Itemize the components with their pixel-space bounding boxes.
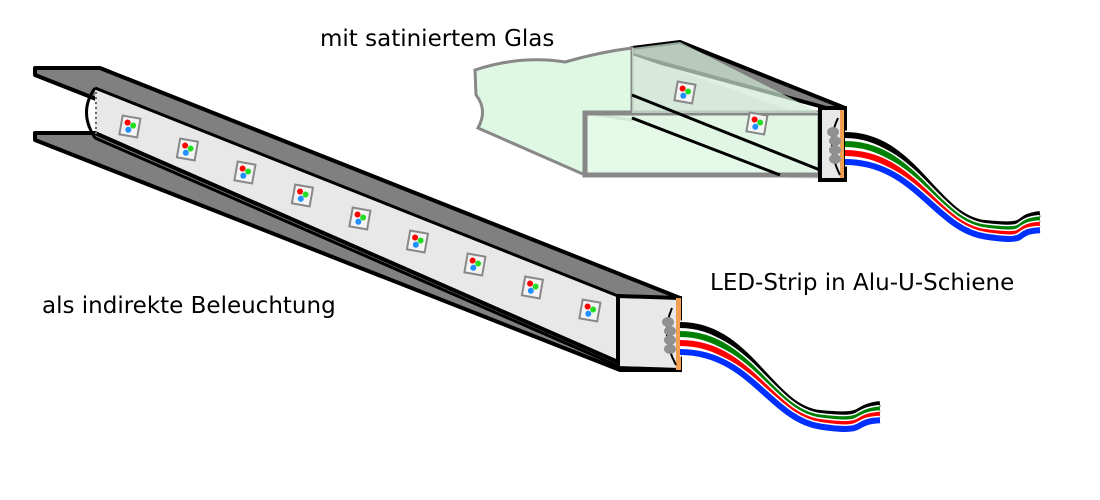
led-blue	[355, 218, 362, 225]
led-blue	[470, 264, 477, 271]
led-green	[475, 260, 482, 267]
led-red	[469, 257, 476, 264]
led-red	[527, 280, 534, 287]
led-green	[417, 237, 424, 244]
end-cap	[676, 298, 681, 370]
led-chip-body	[745, 111, 769, 136]
led-red	[297, 188, 304, 195]
led-chip-body	[233, 160, 257, 185]
led-green	[532, 283, 539, 290]
led-chip	[405, 229, 430, 254]
wire-red	[679, 340, 881, 428]
rail-inner-line	[631, 93, 821, 172]
led-chip	[673, 80, 697, 105]
led-green	[685, 88, 692, 95]
led-chips	[118, 114, 602, 323]
led-chip-body	[118, 114, 142, 139]
led-red	[354, 211, 361, 218]
led-red	[584, 303, 591, 310]
led-red	[239, 165, 246, 172]
wire-pin	[664, 344, 676, 354]
led-chip-body	[520, 275, 545, 300]
led-chip-body	[463, 252, 487, 277]
led-blue	[585, 310, 592, 317]
wire-pin	[662, 317, 674, 327]
led-green	[360, 214, 367, 221]
led-chip	[578, 298, 602, 323]
led-blue	[297, 195, 304, 202]
glass-covered-rail	[473, 40, 1041, 244]
led-chip	[118, 114, 142, 139]
led-blue	[125, 126, 132, 133]
led-green	[187, 145, 194, 152]
led-chip-body	[348, 206, 372, 231]
led-chip-body	[673, 80, 697, 105]
wire-pin	[664, 335, 676, 345]
wire-bundle	[827, 127, 1041, 244]
glass-inner	[632, 42, 820, 113]
led-strip-face	[95, 88, 680, 370]
strip-bottom-edge	[94, 136, 619, 368]
strip-top-edge	[94, 86, 619, 298]
label-glass: mit satiniertem Glas	[320, 26, 555, 52]
led-chip	[463, 252, 487, 277]
rail-inner-line-2	[631, 116, 781, 177]
led-red	[679, 85, 686, 92]
led-chip-body	[405, 229, 430, 254]
led-chips	[673, 80, 769, 136]
led-blue	[412, 241, 419, 248]
led-green	[302, 191, 309, 198]
led-chip	[745, 111, 769, 136]
led-blue	[527, 287, 534, 294]
led-red	[124, 119, 131, 126]
strip-curved-end	[85, 87, 97, 139]
led-red	[412, 234, 419, 241]
wire-pin	[829, 154, 841, 164]
indirect-lighting-rail	[33, 66, 881, 434]
wire-blue	[844, 159, 1041, 242]
led-blue	[752, 123, 759, 130]
led-chip-body	[578, 298, 602, 323]
led-green	[130, 122, 137, 129]
led-red	[182, 142, 189, 149]
led-red	[751, 116, 758, 123]
wire-pin	[829, 145, 841, 155]
label-indirect: als indirekte Beleuchtung	[42, 293, 336, 319]
label-strip: LED-Strip in Alu-U-Schiene	[710, 270, 1015, 296]
led-chip-body	[290, 183, 315, 208]
led-blue	[680, 92, 687, 99]
wire-bundle	[662, 317, 881, 434]
led-blue	[240, 172, 247, 179]
led-chip	[348, 206, 372, 231]
wire-pin	[827, 127, 839, 137]
led-green	[590, 306, 597, 313]
led-chip-body	[175, 137, 200, 162]
led-chip	[175, 137, 200, 162]
led-chip	[233, 160, 257, 185]
led-chip	[290, 183, 315, 208]
glass-cover	[473, 46, 634, 178]
wire-pin	[664, 326, 676, 336]
end-cap	[840, 110, 844, 178]
wire-pin	[829, 136, 841, 146]
led-green	[757, 119, 764, 126]
led-blue	[182, 149, 189, 156]
led-chip	[520, 275, 545, 300]
led-green	[245, 168, 252, 175]
wire-blue	[679, 349, 881, 432]
